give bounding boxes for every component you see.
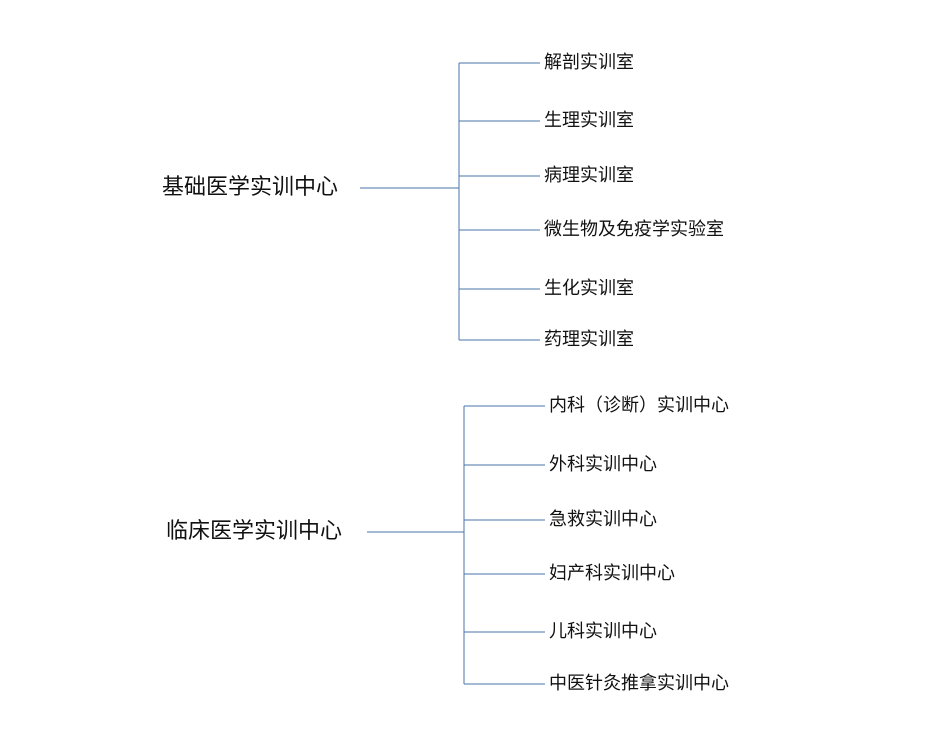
leaf-node-label: 生化实训室 xyxy=(544,278,634,299)
leaf-node-label: 妇产科实训中心 xyxy=(549,563,675,584)
leaf-node-label: 解剖实训室 xyxy=(544,52,634,73)
leaf-node-label: 中医针灸推拿实训中心 xyxy=(549,673,729,694)
leaf-node-label: 急救实训中心 xyxy=(549,509,657,530)
leaf-node-label: 儿科实训中心 xyxy=(549,621,657,642)
leaf-node-label: 药理实训室 xyxy=(544,329,634,350)
root-node-label: 基础医学实训中心 xyxy=(162,175,339,200)
leaf-node-label: 病理实训室 xyxy=(544,165,634,186)
leaf-node-label: 微生物及免疫学实验室 xyxy=(544,219,724,240)
leaf-node-label: 生理实训室 xyxy=(544,110,634,131)
leaf-node-label: 外科实训中心 xyxy=(549,454,657,475)
root-node-label: 临床医学实训中心 xyxy=(166,519,343,544)
leaf-node-label: 内科（诊断）实训中心 xyxy=(549,395,729,416)
